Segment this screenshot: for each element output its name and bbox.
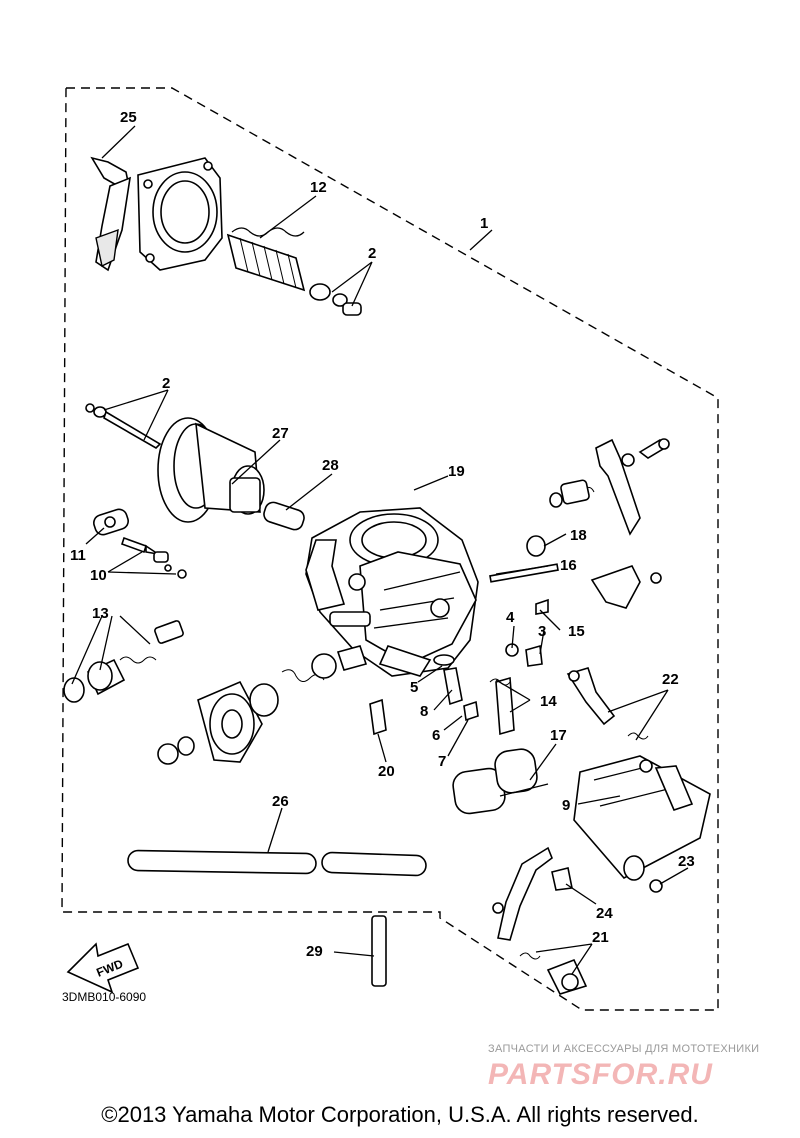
callout-10: 10 — [90, 567, 107, 584]
float-bracket — [590, 565, 662, 609]
diagram-code: 3DMB010-6090 — [62, 990, 147, 1004]
throttle-lever — [595, 438, 670, 536]
slide-spring — [226, 227, 306, 292]
callout-8: 8 — [420, 703, 428, 720]
plug-cap — [93, 508, 129, 536]
leader-lines — [71, 125, 689, 975]
callout-1: 1 — [480, 215, 488, 232]
callout-14: 14 — [540, 693, 557, 710]
assembly-boundary — [61, 87, 719, 1011]
callout-11: 11 — [70, 547, 86, 564]
float — [452, 748, 549, 815]
callout-26: 26 — [272, 793, 289, 810]
callout-5: 5 — [410, 679, 418, 696]
callout-9: 9 — [562, 797, 570, 814]
float-pin — [489, 535, 559, 583]
starter-plunger — [63, 620, 184, 703]
callout-2-mid: 2 — [162, 375, 170, 392]
needle-jet-stack — [369, 654, 515, 736]
drain-screw — [566, 667, 649, 740]
watermark-logo: PARTSFOR.RU — [488, 1058, 713, 1091]
copyright-notice: ©2013 Yamaha Motor Corporation, U.S.A. A… — [101, 1102, 699, 1127]
forward-arrow-icon: FWD — [66, 942, 140, 994]
hose-clip — [371, 915, 387, 987]
callout-2-top: 2 — [368, 245, 376, 262]
callout-29: 29 — [306, 943, 323, 960]
choke-bracket — [90, 156, 132, 272]
callout-27: 27 — [272, 425, 289, 442]
callout-24: 24 — [596, 905, 613, 922]
callout-22: 22 — [662, 671, 679, 688]
needle-set-top — [309, 283, 362, 316]
callout-20: 20 — [378, 763, 395, 780]
callout-15: 15 — [568, 623, 585, 640]
needle-holder — [263, 501, 305, 531]
main-jet-parts — [505, 598, 549, 667]
callout-17: 17 — [550, 727, 567, 744]
jet-needle — [85, 403, 162, 449]
throttle-stop-lever — [492, 846, 663, 995]
diaphragm-slide — [157, 417, 265, 523]
callout-12: 12 — [310, 179, 327, 196]
callout-19: 19 — [448, 463, 465, 480]
callout-25: 25 — [120, 109, 137, 126]
watermark-subtitle: ЗАПЧАСТИ И АКСЕССУАРЫ ДЛЯ МОТОТЕХНИКИ — [488, 1043, 760, 1055]
callout-13: 13 — [92, 605, 109, 622]
callout-6: 6 — [432, 727, 440, 744]
pilot-screw-set — [120, 536, 187, 579]
carburetor-body — [305, 507, 479, 677]
diaphragm-cover — [157, 645, 368, 765]
callout-23: 23 — [678, 853, 695, 870]
callout-28: 28 — [322, 457, 339, 474]
callout-18: 18 — [570, 527, 587, 544]
callout-7: 7 — [438, 753, 446, 770]
throttle-body-cap — [137, 157, 223, 271]
vent-hose — [127, 849, 427, 877]
callout-3: 3 — [538, 623, 546, 640]
callout-16: 16 — [560, 557, 577, 574]
throttle-spring — [549, 479, 595, 508]
callout-21: 21 — [592, 929, 609, 946]
float-chamber — [573, 755, 711, 881]
callout-4: 4 — [506, 609, 515, 626]
